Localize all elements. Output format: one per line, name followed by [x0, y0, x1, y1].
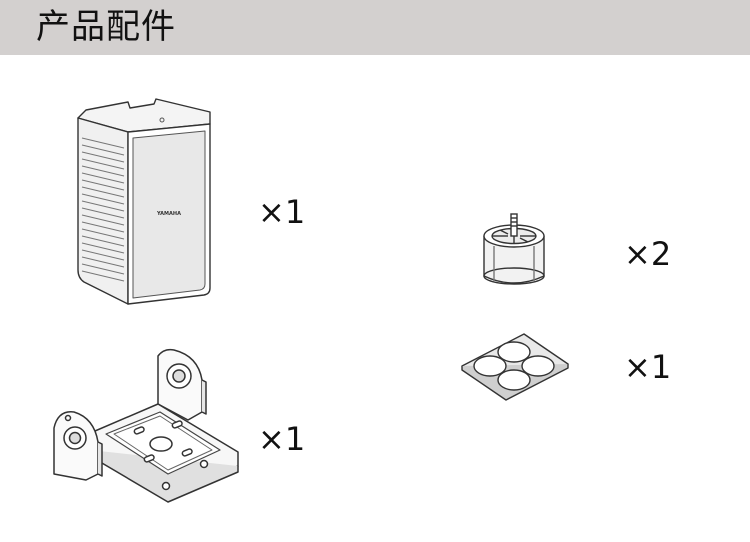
bracket-item	[48, 346, 248, 506]
speaker-item: YAMAHA	[70, 98, 220, 308]
pad-item	[458, 330, 578, 401]
page-title: 产品配件	[36, 7, 176, 47]
bracket-quantity: ×1	[258, 420, 306, 458]
spacer-icon	[483, 213, 545, 285]
rubber-pad-icon	[461, 333, 569, 401]
pad-quantity: ×1	[624, 348, 672, 386]
spacer-quantity: ×2	[624, 235, 672, 273]
wall-bracket-icon	[53, 348, 239, 503]
speaker-icon: YAMAHA	[77, 98, 211, 305]
spacer-item	[474, 208, 554, 288]
speaker-quantity: ×1	[258, 193, 306, 231]
section-header: 产品配件	[0, 0, 750, 55]
speaker-logo: YAMAHA	[156, 211, 181, 217]
